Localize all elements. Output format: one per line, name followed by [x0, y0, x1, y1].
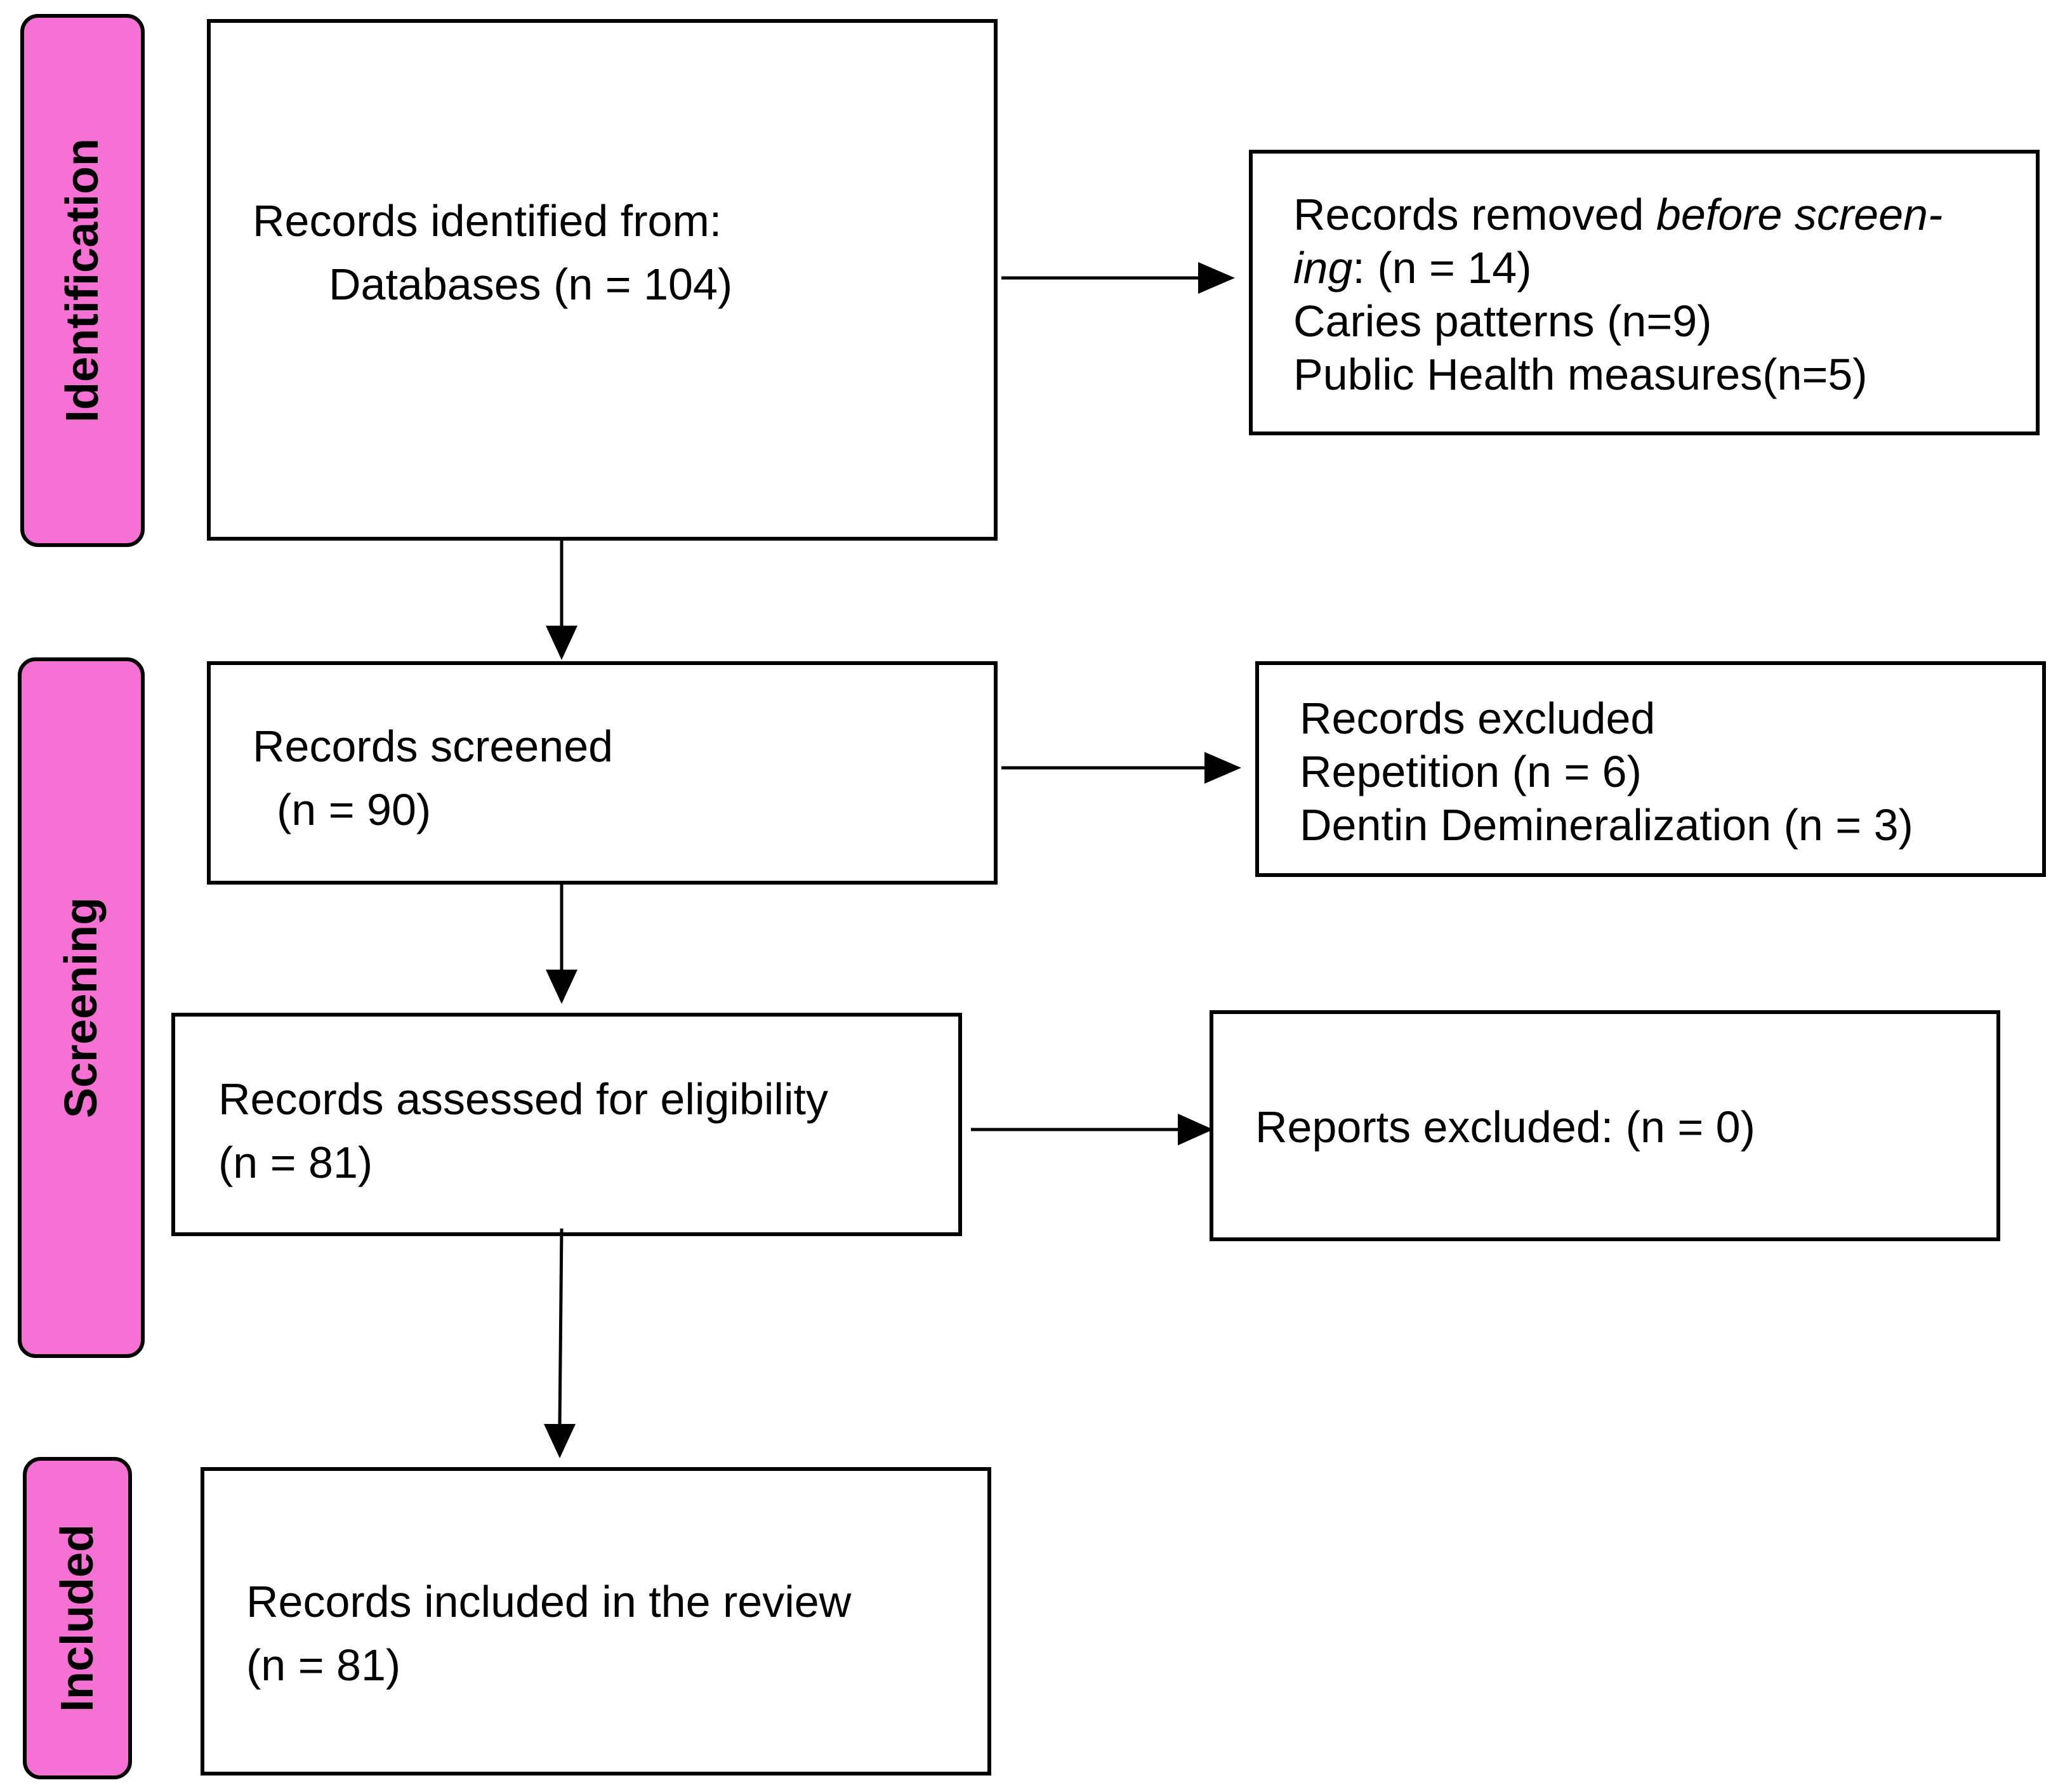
arrow-eligibility-to-included-line	[558, 1228, 564, 1426]
removed-line3: Caries patterns (n=9)	[1293, 296, 1712, 346]
reports-excluded-line1: Reports excluded: (n = 0)	[1255, 1102, 1755, 1152]
box-records-eligibility: Records assessed for eligibility (n = 81…	[171, 1013, 962, 1236]
box-records-removed: Records removed before screen- ing: (n =…	[1249, 150, 2040, 435]
phase-identification: Identification	[20, 14, 145, 547]
phase-screening: Screening	[18, 657, 145, 1358]
included-line2: (n = 81)	[246, 1640, 401, 1690]
excluded-line3: Dentin Demineralization (n = 3)	[1300, 800, 1913, 850]
eligibility-line1: Records assessed for eligibility	[218, 1074, 828, 1124]
identified-line1: Records identified from:	[253, 196, 722, 246]
box-records-identified: Records identified from: Databases (n = …	[207, 19, 998, 541]
arrowhead-down-1	[546, 626, 577, 660]
removed-line4: Public Health measures(n=5)	[1293, 350, 1868, 399]
screened-line2: (n = 90)	[277, 785, 432, 834]
removed-line1-italic: before screen-	[1656, 190, 1943, 239]
arrowhead-down-3	[544, 1424, 576, 1458]
removed-line1-prefix: Records removed	[1293, 190, 1656, 239]
screened-line1: Records screened	[253, 721, 614, 771]
excluded-line1: Records excluded	[1300, 694, 1656, 743]
identified-line2: Databases (n = 104)	[329, 260, 733, 309]
box-records-screened: Records screened (n = 90)	[207, 661, 998, 885]
arrowhead-down-2	[546, 970, 577, 1004]
eligibility-line2: (n = 81)	[218, 1138, 373, 1187]
box-records-excluded: Records excluded Repetition (n = 6) Dent…	[1255, 661, 2046, 877]
arrowhead-right-3	[1178, 1114, 1213, 1145]
excluded-line2: Repetition (n = 6)	[1300, 747, 1642, 796]
removed-line2-italic: ing	[1293, 243, 1353, 293]
arrowhead-right-2	[1204, 752, 1241, 784]
box-reports-excluded: Reports excluded: (n = 0)	[1210, 1010, 2000, 1241]
included-line1: Records included in the review	[246, 1577, 852, 1626]
removed-line2-rest: : (n = 14)	[1352, 243, 1532, 293]
box-records-included: Records included in the review (n = 81)	[201, 1467, 991, 1776]
phase-included: Included	[23, 1457, 132, 1779]
arrowhead-right-1	[1198, 262, 1235, 294]
